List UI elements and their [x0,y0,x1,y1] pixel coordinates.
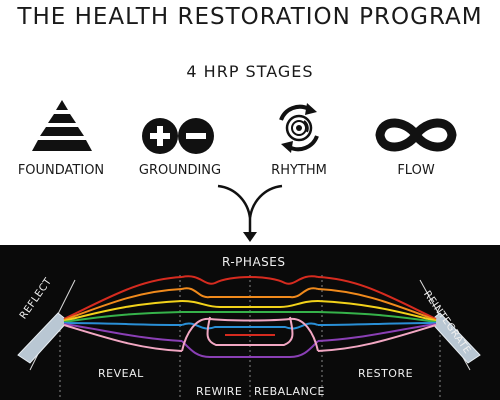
stages-subtitle: 4 HRP STAGES [186,62,314,81]
plus-minus-icon [142,118,214,154]
phase-bands [17,275,481,400]
phase-step-reveal: REVEAL [98,367,144,380]
cycle-icon [279,103,319,153]
stage-label-foundation: FOUNDATION [17,163,105,178]
infinity-icon [375,118,457,152]
r-phases-panel: R-PHASES REFLECT REINTEGRATE REVEAL REWI… [0,245,500,400]
stage-label-rhythm: RHYTHM [271,163,327,178]
phase-step-rewire: REWIRE [196,385,243,398]
stage-label-flow: FLOW [397,163,435,178]
phase-step-restore: RESTORE [358,367,414,380]
converge-arrow-icon [217,184,283,242]
page-title: THE HEALTH RESTORATION PROGRAM [17,4,483,30]
pyramid-icon [32,100,92,151]
stage-label-grounding: GROUNDING [138,163,222,178]
phase-step-rebalance: REBALANCE [254,385,325,398]
phases-title: R-PHASES [222,255,286,269]
